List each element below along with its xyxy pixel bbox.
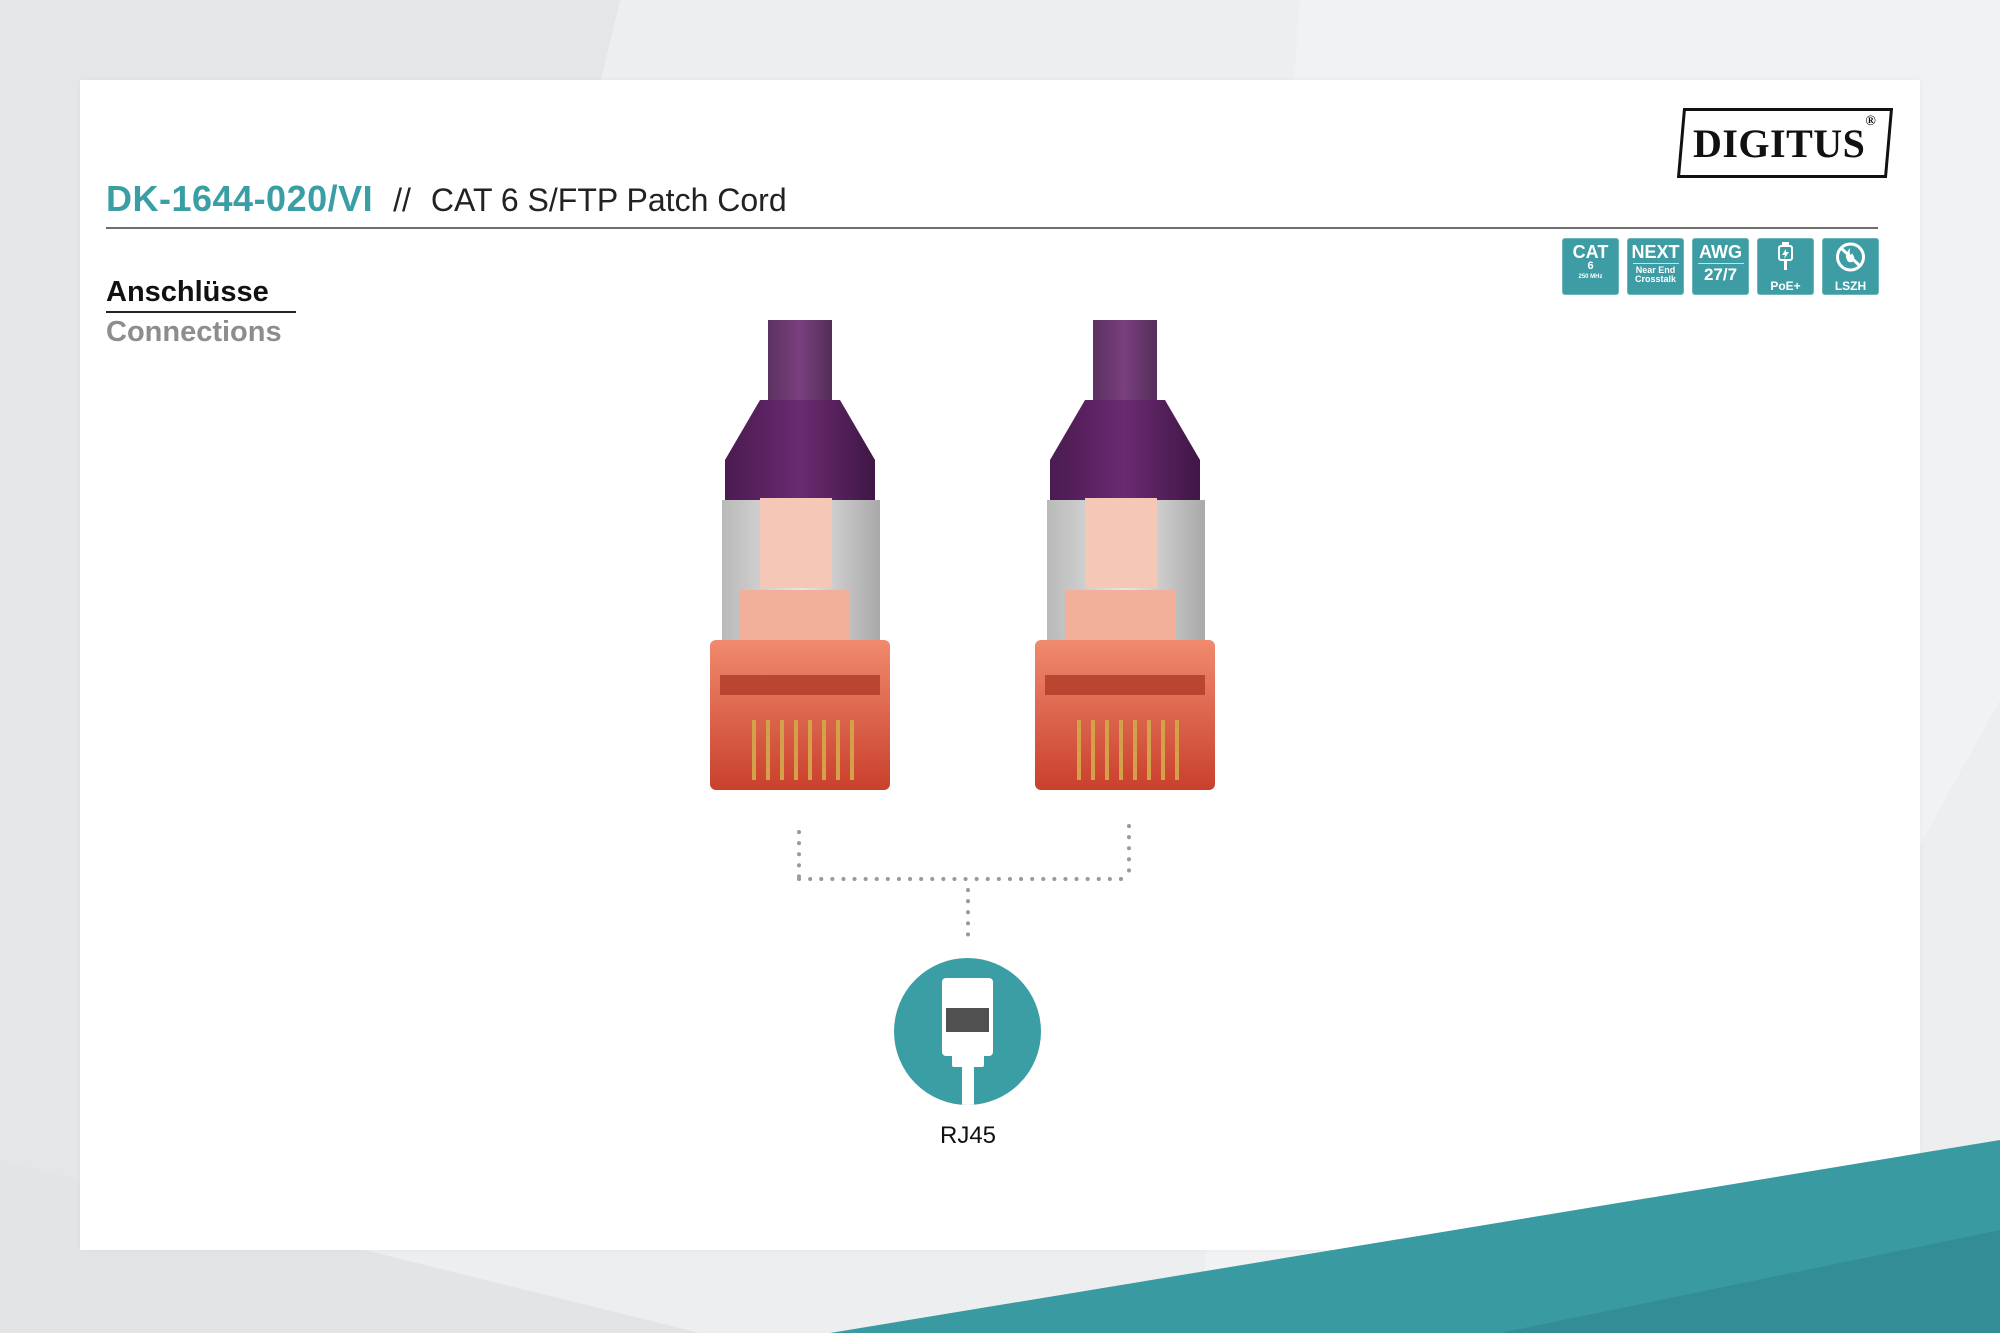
registered-mark: ® [1865,113,1877,129]
rj45-plug-icon [894,958,1041,1105]
section-underline [106,311,296,313]
lszh-badge: LSZH [1822,238,1879,295]
product-name: CAT 6 S/FTP Patch Cord [430,182,787,218]
logo-wordmark: DIGITUS [1693,120,1866,166]
model-number: DK-1644-020/VI [106,178,374,219]
poe-badge: PoE+ [1757,238,1814,295]
awg-icon: AWG [1699,242,1742,262]
awg-value: 27/7 [1703,265,1738,284]
header-divider [106,227,1878,229]
section-subtitle: Connections [106,316,282,348]
lszh-flame-icon [1836,242,1865,272]
poe-label: PoE+ [1770,279,1801,293]
next-divider [1632,263,1679,264]
rj45-label: RJ45 [939,1122,997,1149]
cat6-frequency: 250 MHz [1578,274,1603,280]
lszh-label: LSZH [1834,279,1867,293]
cat6-icon: CAT [1572,242,1609,262]
next-line-2: Crosstalk [1634,274,1677,284]
cat6-number: 6 [1587,260,1594,272]
feature-badges: CAT 6 250 MHz NEXT Near End Crosstalk AW… [1562,238,1879,295]
rj45-connector-right [1035,320,1215,790]
awg-badge: AWG 27/7 [1692,238,1749,295]
next-line-1: Near End [1635,265,1676,275]
next-icon: NEXT [1631,242,1680,262]
section-title: Anschlüsse [106,276,269,308]
page-title: DK-1644-020/VI // CAT 6 S/FTP Patch Cord [106,178,787,230]
rj45-plug-glyph [942,978,993,1105]
title-separator: // [393,182,411,218]
digitus-logo: DIGITUS® [1676,108,1894,178]
rj45-connector-left [710,320,890,790]
poe-plug-icon [1778,242,1793,270]
next-badge: NEXT Near End Crosstalk [1627,238,1684,295]
logo-text: DIGITUS® [1693,114,1876,167]
awg-divider [1697,263,1744,264]
cat6-badge: CAT 6 250 MHz [1562,238,1619,295]
